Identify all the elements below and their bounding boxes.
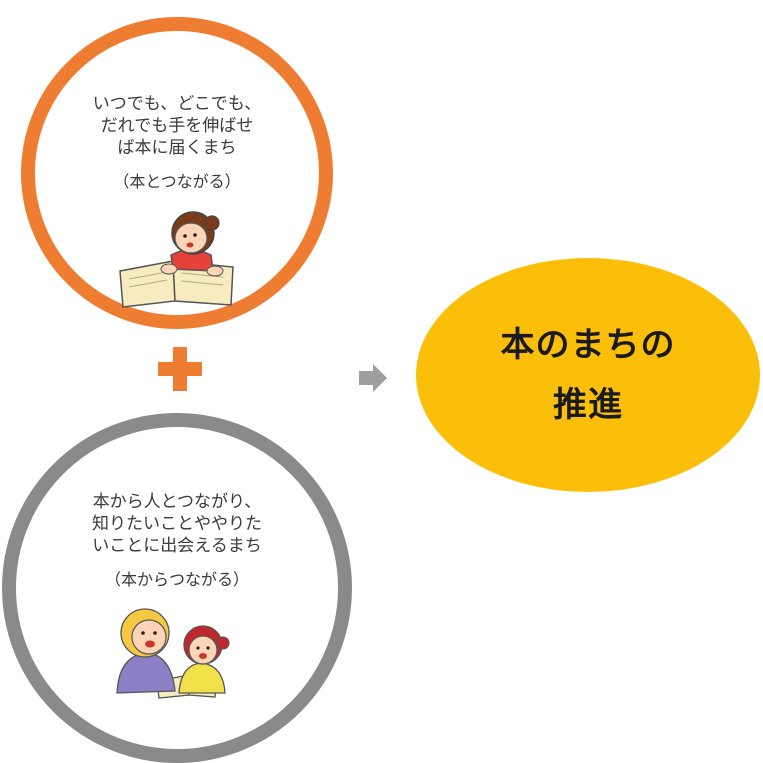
arrow-right-icon: [359, 364, 387, 392]
goal-line-2: 推進: [553, 385, 623, 425]
top-concept-line-1: いつでも、どこでも、: [92, 94, 262, 114]
top-concept-circle: いつでも、どこでも、 だれでも手を伸ばせ ば本に届くまち （本とつながる）: [21, 17, 333, 329]
bottom-concept-subtitle: （本からつながる）: [104, 570, 249, 589]
top-concept-subtitle: （本とつながる）: [113, 172, 241, 191]
bottom-concept-line-1: 本から人とつながり、: [92, 492, 262, 512]
plus-icon: [158, 347, 202, 391]
bottom-concept-circle: 本から人とつながり、 知りたいことややりた いことに出会えるまち （本からつなが…: [2, 413, 352, 763]
woman-and-child-reading-illustration: [116, 608, 230, 699]
bottom-concept-text: 本から人とつながり、 知りたいことややりた いことに出会えるまち （本からつなが…: [16, 491, 338, 591]
top-concept-line-2: だれでも手を伸ばせ: [100, 116, 254, 136]
top-concept-text: いつでも、どこでも、 だれでも手を伸ばせ ば本に届くまち （本とつながる）: [35, 93, 319, 193]
goal-ellipse: 本のまちの 推進: [416, 258, 760, 492]
goal-line-1: 本のまちの: [500, 325, 676, 365]
top-concept-line-3: ば本に届くまち: [117, 138, 237, 158]
bottom-concept-line-3: いことに出会えるまち: [92, 536, 262, 556]
girl-reading-illustration: [119, 211, 234, 308]
bottom-concept-line-2: 知りたいことややりた: [92, 514, 262, 534]
